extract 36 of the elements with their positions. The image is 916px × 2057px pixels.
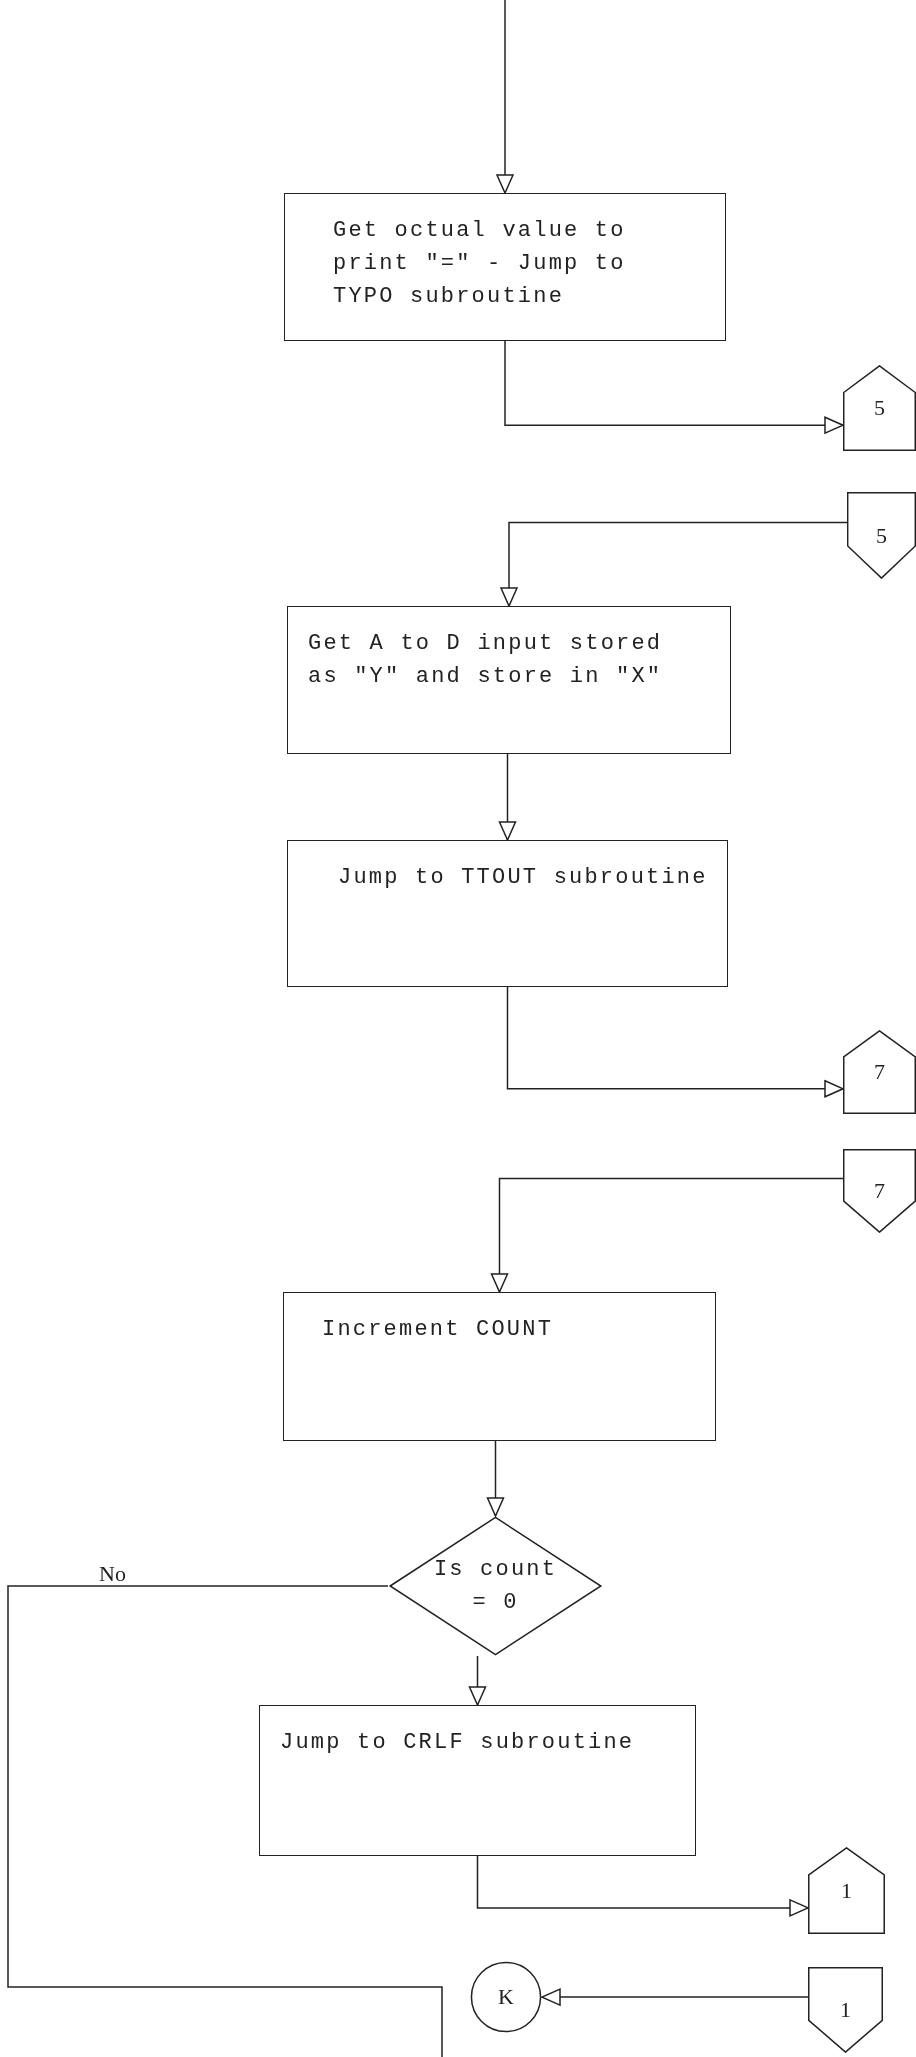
off-page-connector — [808, 1847, 885, 1934]
arrow — [490, 1177, 844, 1293]
connector-circle — [470, 1961, 542, 2033]
off-page-connector — [808, 1967, 883, 2053]
step-text: Jump to CRLF subroutine — [280, 1729, 636, 1757]
process-box — [283, 1292, 716, 1441]
arrow — [468, 1655, 487, 1706]
process-box — [287, 606, 731, 754]
off-page-connector — [843, 365, 916, 451]
connector-label: 5 — [874, 397, 885, 419]
process-box — [287, 840, 728, 987]
arrow — [506, 986, 844, 1098]
arrow — [496, 0, 514, 194]
arrow — [541, 1988, 809, 2006]
condition-text: Is count = 0 — [432, 1556, 559, 1617]
off-page-connector — [843, 1030, 916, 1114]
step-text: Get A to D input stored as "Y" and store in "X" — [308, 630, 664, 691]
step-text: Increment COUNT — [322, 1316, 555, 1344]
arrow — [504, 340, 844, 434]
step-text: Jump to TTOUT subroutine — [338, 864, 709, 892]
off-page-connector — [847, 492, 916, 579]
connector-label: 1 — [841, 1879, 852, 1902]
connector-label: K — [498, 1986, 514, 2008]
process-box — [284, 193, 726, 341]
connector-label: 7 — [874, 1061, 885, 1083]
off-page-connector — [843, 1149, 916, 1233]
connector-label: 1 — [840, 1999, 851, 2021]
arrow — [500, 521, 848, 607]
connector-label: 5 — [876, 524, 887, 547]
arrow — [476, 1855, 809, 1917]
decision-diamond — [388, 1516, 603, 1656]
connector-label: 7 — [874, 1180, 885, 1202]
step-text: Get octual value to print "=" - Jump to TYPO subroutine — [333, 217, 627, 311]
process-box — [259, 1705, 696, 1856]
arrow — [498, 753, 517, 841]
arrow — [486, 1440, 505, 1517]
